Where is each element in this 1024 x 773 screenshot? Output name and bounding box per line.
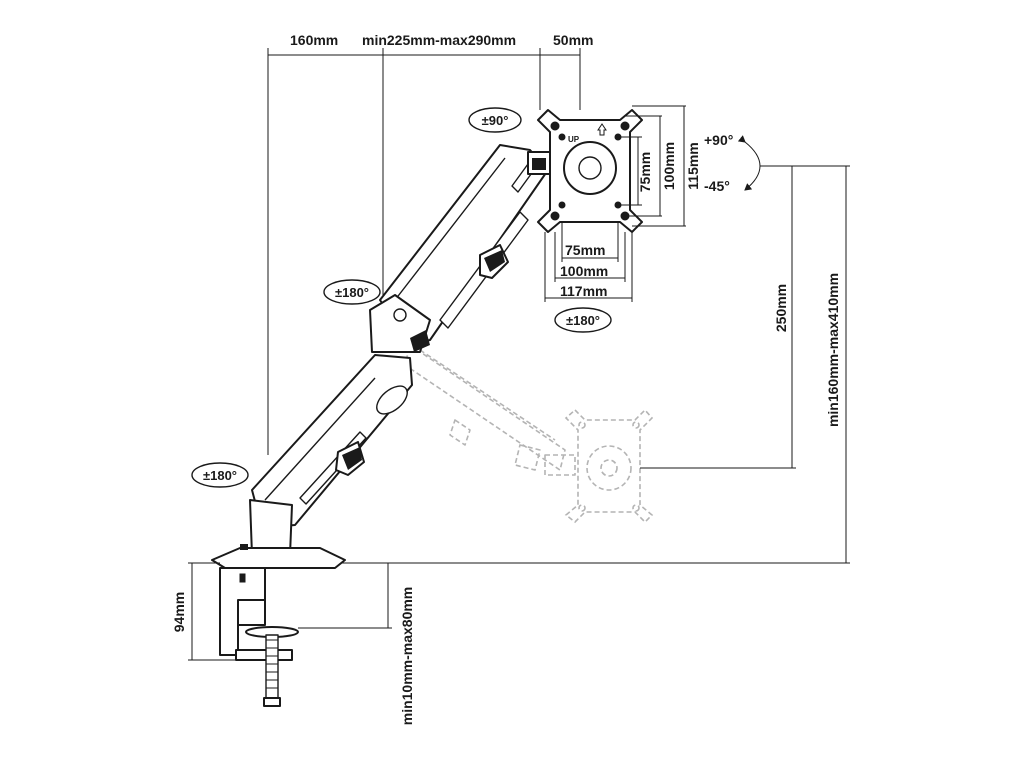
lower-knob-grip bbox=[342, 447, 362, 470]
ghost-vesa-plate bbox=[564, 408, 654, 524]
ghost-hole bbox=[578, 504, 586, 512]
dimension-plate-75-height: 75mm bbox=[637, 152, 653, 192]
clamp-upper-jaw bbox=[237, 599, 266, 626]
dimension-height-travel: 250mm bbox=[773, 284, 789, 332]
clamp-lower-jaw bbox=[235, 649, 293, 661]
vesa-plate: UP bbox=[537, 109, 643, 233]
dimension-plate-100-width: 100mm bbox=[560, 263, 608, 279]
tension-knob-grip bbox=[484, 250, 505, 272]
vesa-hole-icon bbox=[550, 211, 560, 221]
dimension-desk-thickness: min10mm-max80mm bbox=[399, 587, 415, 726]
rotation-badge-head: ±180° bbox=[554, 307, 612, 333]
arrow-up-icon bbox=[597, 123, 607, 136]
upper-arm bbox=[369, 144, 551, 353]
base-pole bbox=[249, 499, 293, 556]
clamp-screw-end bbox=[263, 697, 281, 707]
clamp-screw-thread bbox=[266, 639, 278, 689]
clamp-bolt-icon bbox=[239, 573, 246, 583]
base-assembly bbox=[211, 499, 346, 707]
head-joint-detail bbox=[532, 158, 546, 170]
rotation-elbow-label: ±180° bbox=[335, 285, 369, 300]
dimension-plate-115-height: 115mm bbox=[685, 142, 701, 189]
elbow-clip bbox=[410, 330, 430, 352]
ghost-plate-hub bbox=[600, 459, 618, 477]
rotation-base-label: ±180° bbox=[203, 468, 237, 483]
clamp-dimensions: 94mm min10mm-max80mm bbox=[171, 562, 415, 726]
rotation-head-label: ±180° bbox=[566, 313, 600, 328]
upper-arm-edge bbox=[394, 157, 506, 301]
rotation-badge-outline bbox=[191, 462, 249, 488]
dimension-top-left-width: 160mm bbox=[290, 32, 338, 48]
vesa-plate-hub bbox=[578, 156, 602, 180]
base-plate bbox=[211, 547, 346, 569]
plate-horizontal-dimensions: 75mm 100mm 117mm bbox=[544, 222, 633, 302]
tilt-up-label: +90° bbox=[704, 132, 733, 148]
ghost-knob bbox=[449, 419, 471, 446]
height-dimensions: 250mm min160mm-max410mm bbox=[335, 165, 850, 564]
lower-arm-body bbox=[251, 354, 413, 529]
ghost-hole bbox=[632, 504, 640, 512]
ghost-arm-position bbox=[404, 344, 654, 524]
dimension-top-arm-length: min225mm-max290mm bbox=[362, 32, 516, 48]
plate-vertical-dimensions: 75mm 100mm 115mm bbox=[618, 105, 701, 227]
ghost-forearm-groove bbox=[419, 349, 556, 441]
tilt-indicator: +90° -45° bbox=[704, 132, 761, 194]
dimension-top-right-offset: 50mm bbox=[553, 32, 593, 48]
lower-arm-cutout bbox=[376, 385, 408, 415]
dimension-plate-117-width: 117mm bbox=[560, 283, 607, 299]
ghost-plate-center bbox=[586, 445, 632, 491]
rotation-badge-elbow: ±180° bbox=[323, 279, 381, 305]
base-screw bbox=[240, 544, 248, 550]
rotation-badge-outline bbox=[554, 307, 612, 333]
plate-up-marking: UP bbox=[568, 135, 580, 144]
ghost-hole bbox=[632, 421, 640, 429]
vesa-hole-icon bbox=[558, 133, 566, 141]
ghost-hole bbox=[578, 421, 586, 429]
dimension-height-range: min160mm-max410mm bbox=[825, 273, 841, 427]
tilt-down-label: -45° bbox=[704, 178, 730, 194]
dimension-clamp-height: 94mm bbox=[171, 592, 187, 632]
rotation-badge-plate: ±90° bbox=[468, 107, 522, 133]
vesa-hole-icon bbox=[550, 121, 560, 131]
rotation-badge-base: ±180° bbox=[191, 462, 249, 488]
rotation-plate-label: ±90° bbox=[482, 113, 509, 128]
top-dimension-lines: 160mm min225mm-max290mm 50mm bbox=[267, 32, 593, 455]
vesa-hole-icon bbox=[558, 201, 566, 209]
clamp-screw bbox=[265, 634, 279, 701]
elbow-pivot bbox=[393, 308, 407, 322]
dimension-plate-100-height: 100mm bbox=[661, 142, 677, 190]
lower-arm bbox=[251, 354, 413, 529]
rotation-badge-outline bbox=[323, 279, 381, 305]
ghost-head-block bbox=[544, 454, 576, 476]
rotation-badge-outline bbox=[468, 107, 522, 133]
lower-arm-edge bbox=[264, 377, 376, 501]
vesa-hole-icon bbox=[620, 121, 630, 131]
ghost-joint bbox=[514, 444, 541, 471]
tilt-arc-icon bbox=[737, 135, 761, 191]
ghost-forearm bbox=[404, 344, 566, 471]
dimension-plate-75-width: 75mm bbox=[565, 242, 605, 258]
